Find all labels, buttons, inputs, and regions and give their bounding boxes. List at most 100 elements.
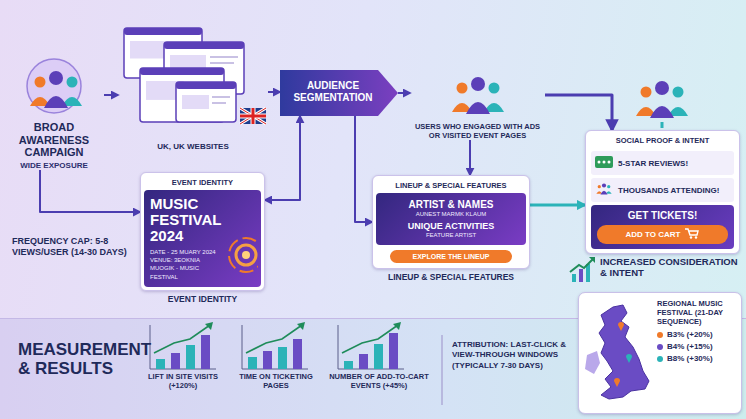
node-text: MEASUREMENT & RESULTS bbox=[0, 319, 153, 378]
drawing-part bbox=[124, 28, 202, 35]
event-card: EVENT IDENTITYMUSIC FESTIVAL 2024DATE - … bbox=[140, 172, 265, 291]
drawing-part bbox=[212, 96, 230, 98]
drawing-part bbox=[229, 238, 258, 272]
node-text: ADD TO CART bbox=[626, 230, 681, 239]
node-text: WIDE EXPOSURE bbox=[4, 161, 104, 170]
drawing-part bbox=[589, 257, 595, 263]
drawing-part bbox=[176, 82, 236, 122]
node-text: EVENT IDENTITY bbox=[129, 294, 276, 304]
node-text: VENUE: 3EOKNIA bbox=[150, 256, 223, 264]
drawing-part bbox=[655, 81, 669, 95]
drawing-part bbox=[602, 183, 606, 187]
drawing-part bbox=[67, 77, 78, 88]
drawing-part bbox=[212, 102, 226, 104]
stat-text: B4% (+15%) bbox=[667, 342, 713, 351]
node-text: THOUSANDS ATTENDING! bbox=[618, 186, 719, 195]
node-text: ARTIST & NAMES bbox=[382, 199, 520, 210]
chart-caption: LIFT IN SITE VISITS (+120%) bbox=[134, 372, 232, 390]
node-text: MUSIC FESTIVAL 2024 bbox=[150, 196, 223, 243]
drawing-part bbox=[130, 41, 165, 59]
websites-node: UK, UK WEBSITES bbox=[118, 24, 268, 151]
drawing-part bbox=[572, 274, 576, 282]
drawing-part bbox=[447, 72, 509, 116]
drawing-part bbox=[393, 322, 401, 330]
cart-icon bbox=[680, 228, 699, 241]
drawing-part bbox=[186, 345, 195, 369]
drawing-part bbox=[598, 161, 601, 164]
drawing-part bbox=[695, 236, 697, 238]
stat-dot bbox=[657, 332, 663, 338]
attribution-note: ATTRIBUTION: LAST-CLICK & VIEW-THROUGH W… bbox=[452, 340, 572, 371]
drawing-part bbox=[240, 108, 266, 124]
campaign-node: BROAD AWARENESS CAMPAIGN WIDE EXPOSURE bbox=[4, 58, 104, 170]
drawing-part bbox=[248, 357, 257, 369]
stat-text: B3% (+20%) bbox=[667, 330, 713, 339]
drawing-part bbox=[118, 24, 268, 136]
drawing-part bbox=[242, 251, 250, 259]
trend-icon bbox=[570, 257, 595, 282]
drawing-part bbox=[224, 221, 258, 281]
outcome-text: INCREASED CONSIDERATION & INTENT bbox=[600, 256, 738, 279]
drawing-part bbox=[150, 325, 216, 369]
drawing-part bbox=[246, 325, 302, 353]
drawing-part bbox=[599, 305, 649, 399]
drawing-part bbox=[442, 335, 443, 405]
proof-rows: 5-STAR REVIEWS! THOUSANDS ATTENDING! bbox=[589, 151, 736, 202]
drawing-part bbox=[570, 258, 594, 272]
drawing-part bbox=[280, 70, 398, 116]
node-text: GET TICKETS! bbox=[597, 210, 728, 221]
node-text: AUNEST MARMK KLAUM bbox=[382, 210, 520, 218]
drawing-part bbox=[338, 325, 404, 369]
chart-caption: TIME ON TICKETING PAGES bbox=[232, 372, 320, 390]
node-text: LINEUP & SPECIAL FEATURES bbox=[376, 179, 526, 193]
drawing-part bbox=[488, 83, 499, 94]
node-text: LINEUP & SPECIAL FEATURES bbox=[361, 272, 541, 282]
flow-connector bbox=[469, 140, 471, 175]
uk-map bbox=[583, 301, 653, 405]
node-text: UNIQUE ACTIVITIES bbox=[382, 221, 520, 231]
node-text: EXPLORE THE LINEUP bbox=[393, 253, 509, 260]
stat-text: B8% (+30%) bbox=[667, 354, 713, 363]
flow-connector bbox=[265, 116, 300, 200]
flow-connector bbox=[530, 204, 585, 207]
drawing-part bbox=[278, 347, 287, 369]
drawing-part bbox=[650, 106, 674, 118]
drawing-part bbox=[205, 322, 213, 330]
stat-dot bbox=[657, 356, 663, 362]
segmentation-arrow: AUDIENCE SEGMENTATION bbox=[280, 70, 398, 116]
drawing-part bbox=[456, 83, 467, 94]
drawing-part bbox=[27, 59, 81, 113]
drawing-part bbox=[210, 56, 238, 58]
people-icon bbox=[636, 81, 688, 118]
attendees-icon bbox=[595, 181, 618, 199]
flow-connector bbox=[268, 91, 280, 93]
lineup-button: EXPLORE THE LINEUP bbox=[390, 250, 512, 263]
cart-button: ADD TO CART bbox=[597, 225, 728, 244]
drawing-part bbox=[583, 301, 653, 405]
drawing-part bbox=[263, 351, 272, 369]
stat-dot bbox=[657, 344, 663, 350]
drawing-part bbox=[30, 71, 82, 108]
drawing-part bbox=[595, 156, 613, 168]
map-box: REGIONAL MUSIC FESTIVAL (21-DAY SEQUENCE… bbox=[578, 292, 742, 414]
drawing-part bbox=[595, 182, 613, 195]
review-row: 5-STAR REVIEWS! bbox=[591, 151, 734, 175]
note-text: FREQUENCY CAP: 5-8 VIEWS/USER (14-30 DAY… bbox=[12, 236, 130, 258]
node-text: USERS WHO ENGAGED WITH ADS OR VISITED EV… bbox=[410, 122, 545, 140]
flow-arrow bbox=[661, 122, 664, 128]
campaign-icon bbox=[4, 58, 104, 118]
flow-connector bbox=[398, 92, 410, 94]
drawing-part bbox=[685, 229, 698, 235]
node-text: BROAD AWARENESS CAMPAIGN bbox=[4, 121, 104, 159]
node-text: 5-STAR REVIEWS! bbox=[618, 159, 688, 168]
festival-swirl bbox=[224, 221, 258, 281]
drawing-part bbox=[164, 42, 244, 49]
drawing-part bbox=[176, 82, 236, 89]
lineup-card: LINEUP & SPECIAL FEATURES ARTIST & NAMESA… bbox=[372, 175, 530, 269]
node-text: FEATURE ARTIST bbox=[382, 231, 520, 239]
drawing-part bbox=[466, 102, 490, 114]
drawing-part bbox=[156, 359, 165, 369]
drawing-part bbox=[344, 361, 353, 369]
node-text: DATE - 25 MUARY 2024 bbox=[150, 248, 223, 256]
